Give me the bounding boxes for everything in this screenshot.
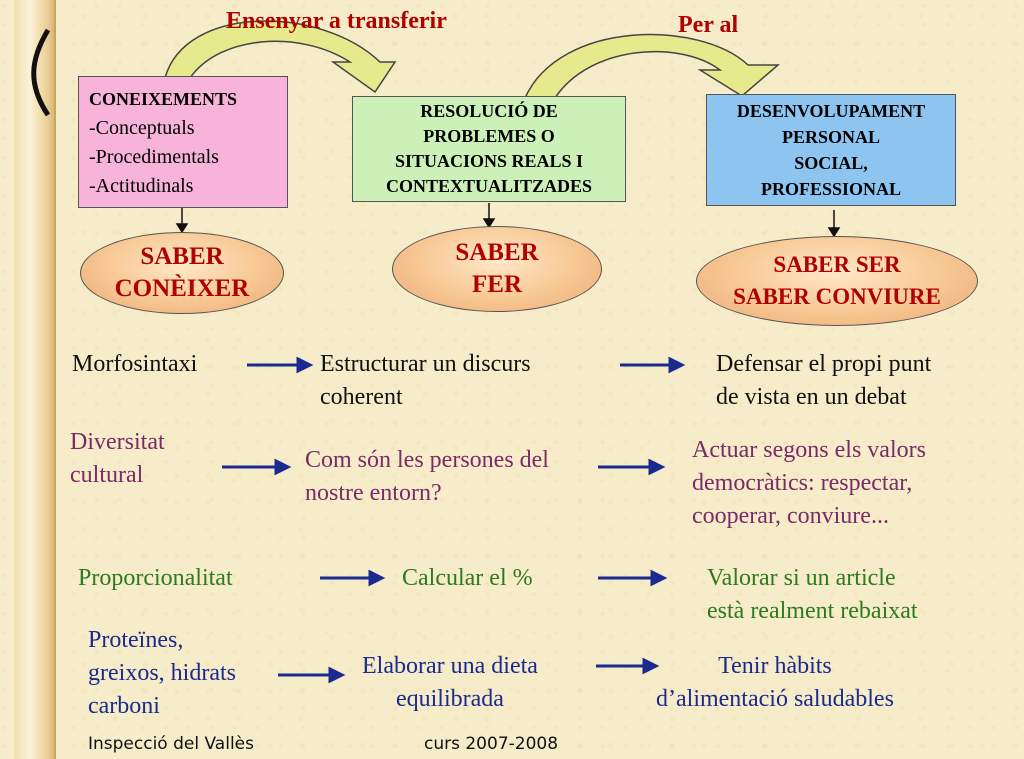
resolucio-line: PROBLEMES O	[423, 126, 555, 146]
resolucio-box: RESOLUCIÓ DE PROBLEMES O SITUACIONS REAL…	[352, 96, 626, 202]
scroll-curl	[31, 28, 51, 117]
coneixements-box: CONEIXEMENTS -Conceptuals -Procedimental…	[78, 76, 288, 208]
row3-procedure: Calcular el %	[402, 565, 533, 591]
row3-concept: Proporcionalitat	[78, 565, 233, 591]
desenvolupament-line: SOCIAL,	[794, 153, 868, 173]
saber-coneixer-ellipse: SABER CONÈIXER	[80, 232, 284, 314]
header-per-al: Per al	[678, 12, 739, 38]
ellipse-line: SABER CONVIURE	[733, 284, 941, 309]
ellipse-line: CONÈIXER	[114, 275, 250, 302]
saber-ser-ellipse: SABER SER SABER CONVIURE	[696, 236, 978, 326]
coneixements-item: -Conceptuals	[89, 117, 195, 139]
footer-right: curs 2007-2008	[424, 734, 559, 754]
ellipse-line: SABER SER	[773, 252, 901, 277]
down-arrows	[175, 203, 841, 238]
curved-arrow-per-al	[523, 33, 781, 99]
row-arrows	[222, 356, 686, 684]
desenvolupament-line: PERSONAL	[781, 127, 880, 147]
curved-arrow-transfer	[164, 20, 397, 94]
ellipse-line: SABER	[140, 243, 224, 270]
coneixements-item: -Procedimentals	[89, 146, 219, 168]
footer-left: Inspecció del Vallès	[88, 734, 254, 754]
resolucio-line: CONTEXTUALITZADES	[385, 176, 593, 196]
resolucio-line: RESOLUCIÓ DE	[420, 101, 558, 121]
desenvolupament-line: DESENVOLUPAMENT	[736, 101, 926, 121]
coneixements-title: CONEIXEMENTS	[89, 89, 238, 109]
row1-concept: Morfosintaxi	[72, 351, 198, 377]
desenvolupament-box: DESENVOLUPAMENT PERSONAL SOCIAL, PROFESS…	[706, 94, 956, 206]
coneixements-item: -Actitudinals	[89, 175, 194, 197]
desenvolupament-line: PROFESSIONAL	[760, 179, 902, 199]
ellipse-line: SABER	[455, 239, 539, 266]
saber-fer-ellipse: SABER FER	[392, 226, 602, 312]
scroll-decoration	[14, 0, 56, 759]
header-transfer: Ensenyar a transferir	[226, 8, 447, 34]
resolucio-line: SITUACIONS REALS I	[394, 151, 584, 171]
ellipse-line: FER	[472, 271, 522, 298]
